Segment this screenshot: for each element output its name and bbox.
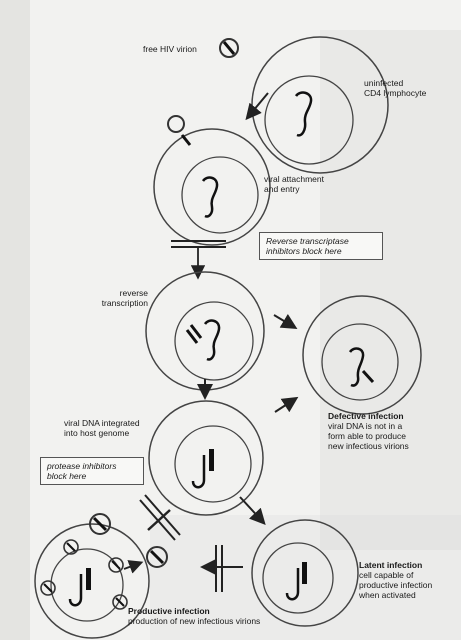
latent-to-productive-block: [204, 545, 243, 592]
arrow-to-defective: [274, 315, 294, 327]
uninfected-cell: [252, 37, 388, 173]
protease-inhibitor-block: [140, 495, 180, 540]
defective-cell: [303, 296, 421, 414]
arrow-to-latent: [240, 497, 263, 522]
budding-virion-icon: [113, 595, 127, 609]
attachment-cell: [154, 116, 270, 245]
latent-label: Latent infection cell capable of product…: [359, 560, 432, 600]
free-virion-label: free HIV virion: [143, 44, 197, 54]
rt-label: reverse transcription: [92, 288, 148, 308]
arrow-virion-release: [124, 563, 140, 569]
budding-virion-icon: [64, 540, 78, 554]
arrow-integrated-to-defective: [275, 399, 295, 412]
attachment-label: viral attachment and entry: [264, 174, 324, 194]
budding-virion-icon: [41, 581, 55, 595]
rt-inhibitor-block: [171, 241, 226, 276]
protease-inhibitor-box: protease inhibitors block here: [40, 457, 144, 485]
free-virion-icon: [220, 39, 238, 57]
reverse-transcription-cell: [146, 272, 264, 390]
integrated-cell: [149, 401, 263, 515]
defective-label: Defective infection viral DNA is not in …: [328, 411, 409, 451]
released-virion-icon: [147, 547, 167, 567]
latent-cell: [252, 520, 358, 626]
rt-inhibitor-box: Reverse transcriptase inhibitors block h…: [259, 232, 383, 260]
productive-label: Productive infection production of new i…: [128, 606, 260, 626]
integrated-label: viral DNA integrated into host genome: [64, 418, 140, 438]
budding-virion-icon: [109, 558, 123, 572]
uninfected-label: uninfected CD4 lymphocyte: [364, 78, 426, 98]
